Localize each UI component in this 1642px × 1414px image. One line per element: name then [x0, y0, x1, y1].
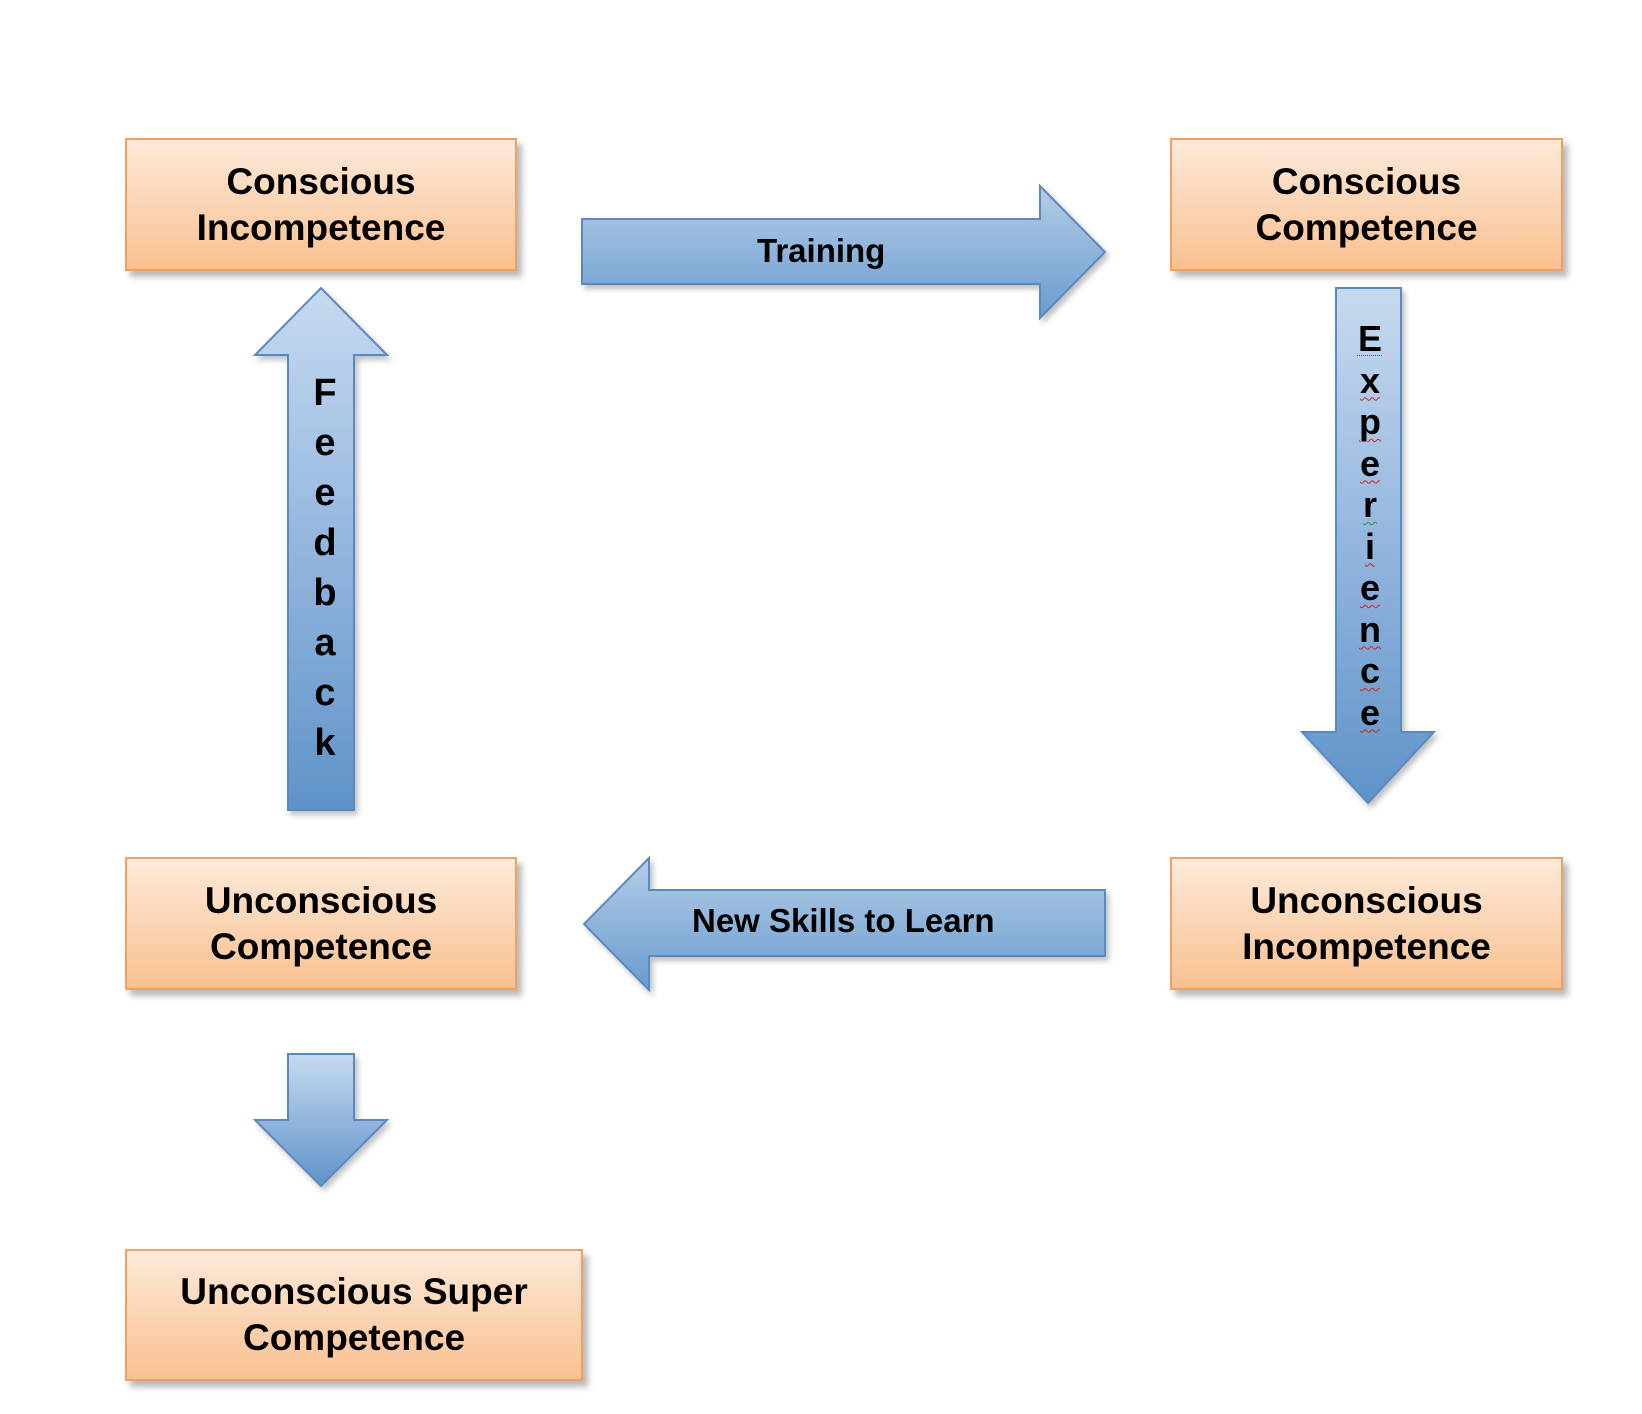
- box-label-line-1: Conscious: [226, 160, 416, 202]
- box-label-line-1: Conscious: [1271, 160, 1462, 202]
- feedback-letter: e: [314, 472, 336, 514]
- training-label: Training: [757, 232, 886, 269]
- feedback-letter: a: [314, 622, 336, 664]
- super-competence-arrow: [252, 1053, 390, 1188]
- feedback-letter: k: [314, 722, 336, 764]
- box-label-line-2: Competence: [209, 925, 433, 967]
- box-label-line-1: Unconscious: [204, 879, 438, 921]
- feedback-label: F e e d b a c k: [300, 368, 350, 768]
- experience-letter: e: [1359, 691, 1381, 733]
- experience-letter: n: [1359, 608, 1381, 650]
- experience-letter: c: [1359, 650, 1381, 691]
- new-skills-label: New Skills to Learn: [692, 902, 995, 939]
- feedback-arrow: [252, 286, 390, 811]
- box-label-line-2: Incompetence: [196, 206, 446, 248]
- box-label-line-1: Unconscious: [1250, 879, 1483, 921]
- experience-letter: r: [1362, 484, 1377, 525]
- box-label-line-2: Competence: [242, 1317, 466, 1358]
- new-skills-arrow: [582, 855, 1106, 993]
- experience-letter: x: [1359, 359, 1381, 401]
- unconscious-super-competence-box: Unconscious Super Competence: [125, 1249, 583, 1381]
- box-label-line-2: Incompetence: [1242, 925, 1491, 967]
- feedback-letter: d: [313, 522, 337, 564]
- feedback-letter: F: [313, 372, 337, 414]
- experience-letter: e: [1359, 442, 1381, 484]
- experience-letter: p: [1359, 401, 1381, 442]
- box-label-line-1: Unconscious Super: [180, 1271, 528, 1312]
- feedback-letter: b: [313, 572, 337, 614]
- experience-letter: e: [1359, 567, 1381, 608]
- feedback-letter: e: [314, 422, 336, 464]
- experience-letter: i: [1364, 525, 1375, 567]
- training-arrow: [581, 183, 1107, 321]
- box-label-line-2: Competence: [1255, 206, 1478, 248]
- experience-letter: E: [1357, 318, 1382, 359]
- conscious-incompetence-box: Conscious Incompetence: [125, 138, 517, 271]
- unconscious-incompetence-box: Unconscious Incompetence: [1170, 857, 1563, 990]
- feedback-letter: c: [314, 672, 336, 714]
- experience-label: E x p e r i e n c e: [1345, 318, 1395, 733]
- unconscious-competence-box: Unconscious Competence: [125, 857, 517, 990]
- conscious-competence-box: Conscious Competence: [1170, 138, 1563, 271]
- experience-arrow: [1299, 287, 1437, 805]
